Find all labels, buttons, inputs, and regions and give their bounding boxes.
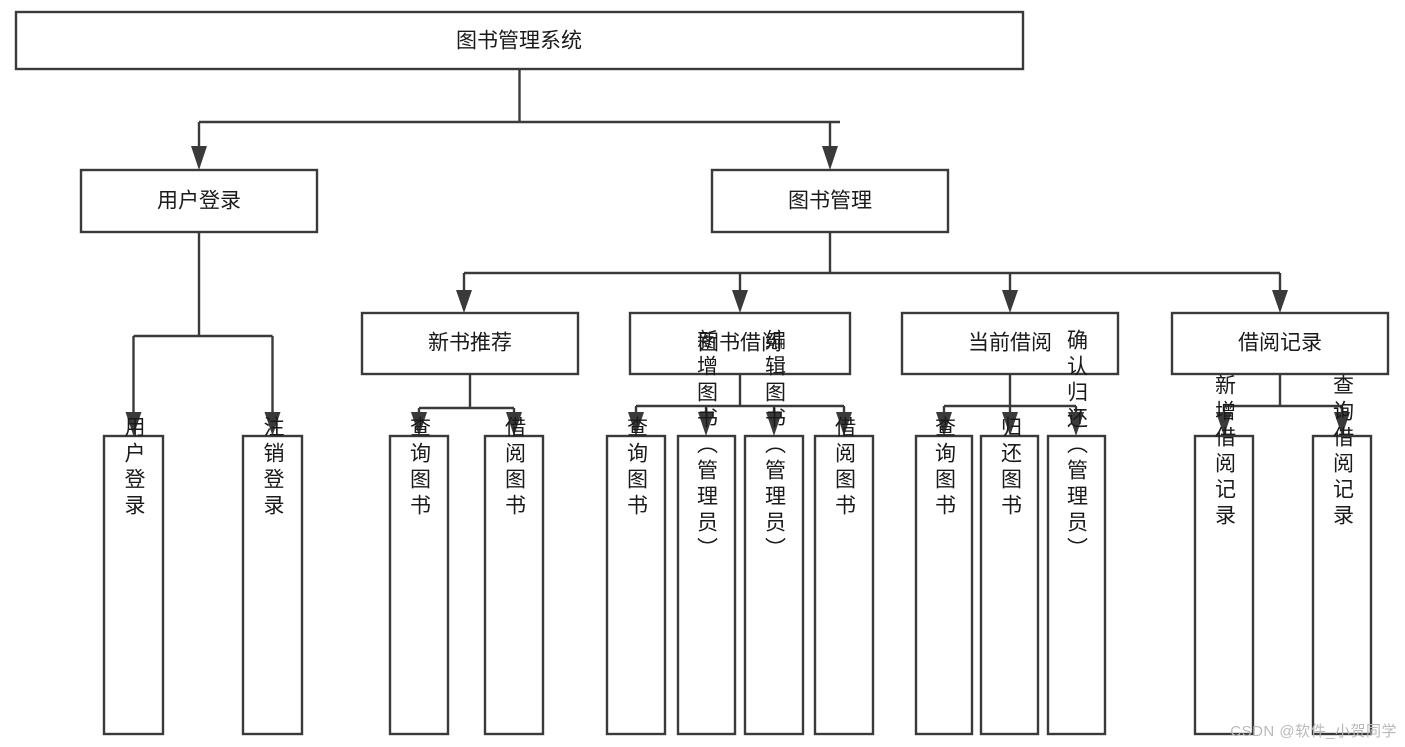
- connector-borrowrecord-to-leaves: [1216, 374, 1350, 436]
- node-leaf-query-book-rec[interactable]: 查询图书: [388, 416, 450, 736]
- node-borrow-record[interactable]: 借阅记录: [1170, 311, 1390, 376]
- node-leaf-user-login[interactable]: 用户登录: [102, 416, 165, 736]
- node-leaf-confirm-return-label: 确认归还（管理员）: [1065, 329, 1089, 563]
- node-book-borrow-label: 图书借阅: [698, 332, 782, 355]
- node-leaf-add-book[interactable]: 新增图书（管理员）: [676, 329, 737, 736]
- node-root[interactable]: 图书管理系统: [14, 10, 1025, 71]
- node-book-borrow[interactable]: 图书借阅: [628, 311, 852, 376]
- node-user-login[interactable]: 用户登录: [79, 168, 319, 234]
- node-leaf-query-book-bb-label: 查询图书: [625, 416, 649, 520]
- node-leaf-query-record[interactable]: 查询借阅记录: [1311, 374, 1373, 736]
- node-leaf-borrow-book-rec-label: 借阅图书: [503, 416, 527, 520]
- connector-bookborrow-to-leaves: [628, 374, 852, 436]
- node-new-book-rec[interactable]: 新书推荐: [360, 311, 580, 376]
- node-leaf-borrow-book-bb[interactable]: 借阅图书: [813, 416, 875, 736]
- node-leaf-user-logout-label: 注销登录: [261, 416, 285, 520]
- node-leaf-query-book-cb-label: 查询图书: [933, 416, 957, 520]
- connector-bookmanage-to-level3: [456, 232, 1288, 313]
- node-leaf-confirm-return[interactable]: 确认归还（管理员）: [1046, 329, 1107, 736]
- connector-newbook-to-leaves: [411, 374, 522, 436]
- node-leaf-return-book-label: 归还图书: [999, 416, 1023, 520]
- node-root-label: 图书管理系统: [456, 30, 582, 53]
- node-leaf-query-book-bb[interactable]: 查询图书: [605, 416, 667, 736]
- node-leaf-add-book-label: 新增图书（管理员）: [695, 329, 719, 563]
- node-borrow-record-label: 借阅记录: [1238, 332, 1322, 355]
- node-current-borrow-label: 当前借阅: [968, 332, 1052, 355]
- node-leaf-return-book[interactable]: 归还图书: [979, 416, 1040, 736]
- node-book-manage[interactable]: 图书管理: [710, 168, 950, 234]
- node-leaf-user-logout[interactable]: 注销登录: [241, 416, 304, 736]
- node-user-login-label: 用户登录: [157, 190, 241, 213]
- node-leaf-query-record-label: 查询借阅记录: [1331, 374, 1355, 530]
- node-new-book-rec-label: 新书推荐: [428, 332, 512, 355]
- node-leaf-user-login-label: 用户登录: [122, 416, 146, 520]
- node-leaf-edit-book-label: 编辑图书（管理员）: [763, 329, 787, 563]
- node-leaf-add-record-label: 新增借阅记录: [1213, 374, 1237, 530]
- node-leaf-query-book-cb[interactable]: 查询图书: [914, 416, 974, 736]
- node-leaf-query-book-rec-label: 查询图书: [408, 416, 432, 520]
- node-leaf-borrow-book-rec[interactable]: 借阅图书: [483, 416, 545, 736]
- node-book-manage-label: 图书管理: [788, 190, 872, 213]
- connector-userlogin-to-leaves: [125, 232, 281, 436]
- node-leaf-borrow-book-bb-label: 借阅图书: [833, 416, 857, 520]
- node-leaf-edit-book[interactable]: 编辑图书（管理员）: [743, 329, 805, 736]
- connector-root-to-level2: [191, 69, 840, 170]
- node-current-borrow[interactable]: 当前借阅: [900, 311, 1120, 376]
- node-leaf-add-record[interactable]: 新增借阅记录: [1193, 374, 1255, 736]
- connector-currentborrow-to-leaves: [936, 374, 1084, 436]
